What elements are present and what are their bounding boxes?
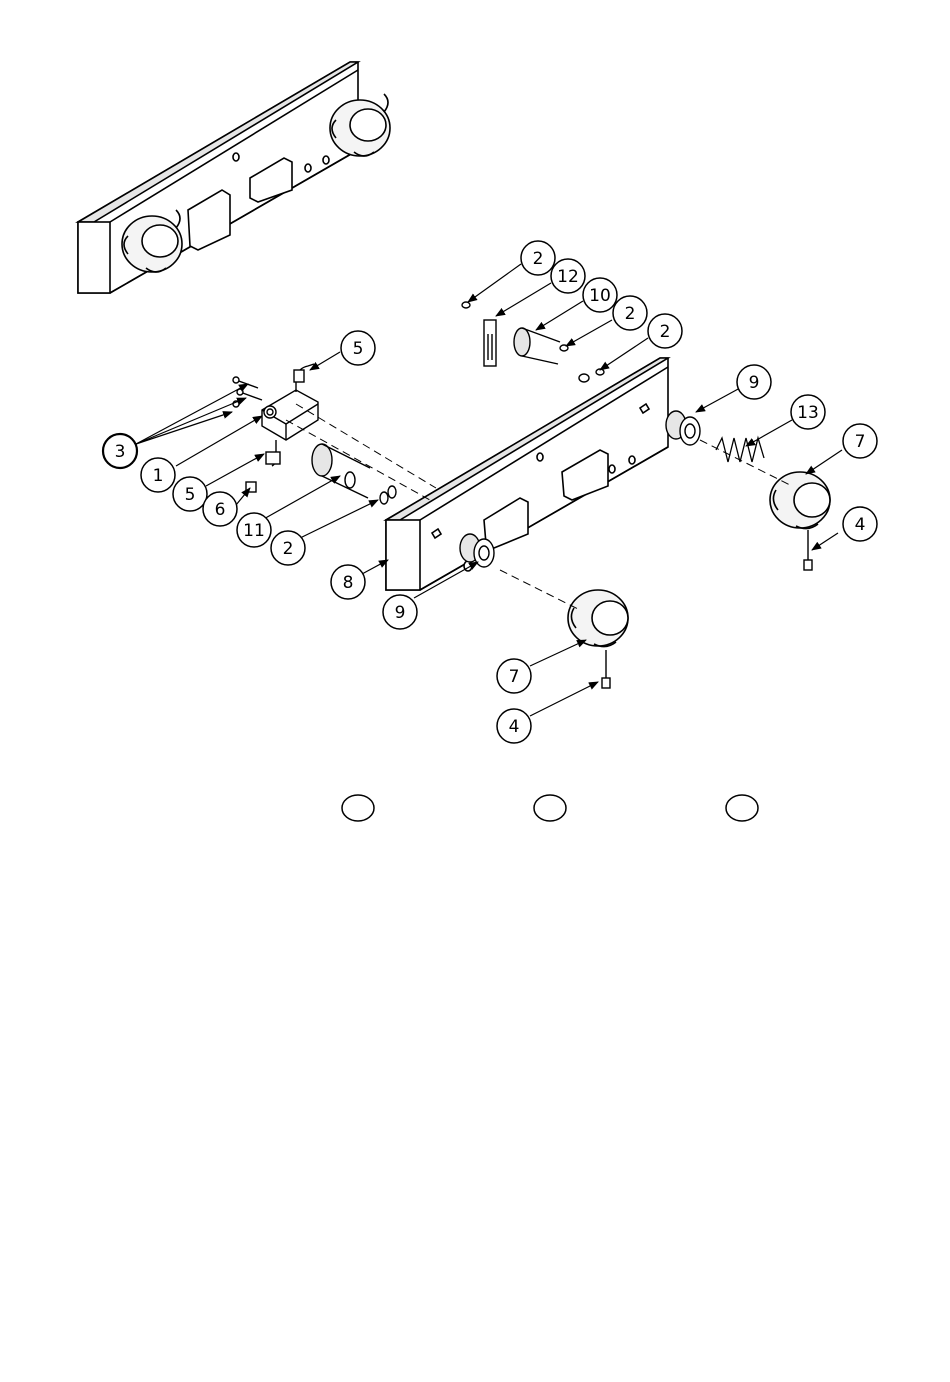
callout-4: 4 (843, 507, 877, 541)
callout-label: 1 (153, 466, 164, 486)
blank-circle (342, 795, 374, 821)
manifold-block (233, 364, 318, 492)
knob-icon (568, 590, 628, 647)
callout-2: 2 (648, 314, 682, 348)
callout-label: 11 (243, 521, 265, 541)
blank-circle (726, 795, 758, 821)
callout-label: 2 (625, 304, 636, 324)
callout-label: 7 (509, 667, 520, 687)
blank-circles (342, 795, 758, 821)
assembled-rail-view (78, 62, 390, 293)
callout-5: 5 (341, 331, 375, 365)
callout-12: 12 (551, 259, 585, 293)
main-rail (386, 358, 668, 590)
callout-2: 2 (521, 241, 555, 275)
callout-label: 9 (749, 373, 760, 393)
spring (716, 438, 764, 462)
callout-label: 5 (353, 339, 364, 359)
callout-7: 7 (843, 424, 877, 458)
callout-1: 1 (141, 458, 175, 492)
callout-2: 2 (271, 531, 305, 565)
callout-8: 8 (331, 565, 365, 599)
callout-9: 9 (737, 365, 771, 399)
callout-label: 4 (509, 717, 520, 737)
callout-label: 3 (115, 442, 126, 462)
callout-11: 11 (237, 513, 271, 547)
blank-circle (534, 795, 566, 821)
callout-5: 5 (173, 477, 207, 511)
callout-label: 8 (343, 573, 354, 593)
callout-label: 2 (533, 249, 544, 269)
callout-label: 2 (660, 322, 671, 342)
screw-icon (602, 530, 812, 688)
callout-label: 13 (797, 403, 819, 423)
callout-3: 3 (103, 434, 137, 468)
callout-label: 12 (557, 267, 579, 287)
callout-13: 13 (791, 395, 825, 429)
callout-4: 4 (497, 709, 531, 743)
callout-label: 4 (855, 515, 866, 535)
callout-label: 10 (589, 286, 611, 306)
callout-label: 2 (283, 539, 294, 559)
callout-2: 2 (613, 296, 647, 330)
callout-10: 10 (583, 278, 617, 312)
callout-label: 7 (855, 432, 866, 452)
callout-6: 6 (203, 492, 237, 526)
callout-7: 7 (497, 659, 531, 693)
callout-label: 6 (215, 500, 226, 520)
pin-bracket (462, 302, 604, 382)
callout-label: 5 (185, 485, 196, 505)
knob-icon (770, 472, 830, 529)
callout-9: 9 (383, 595, 417, 629)
callout-label: 9 (395, 603, 406, 623)
